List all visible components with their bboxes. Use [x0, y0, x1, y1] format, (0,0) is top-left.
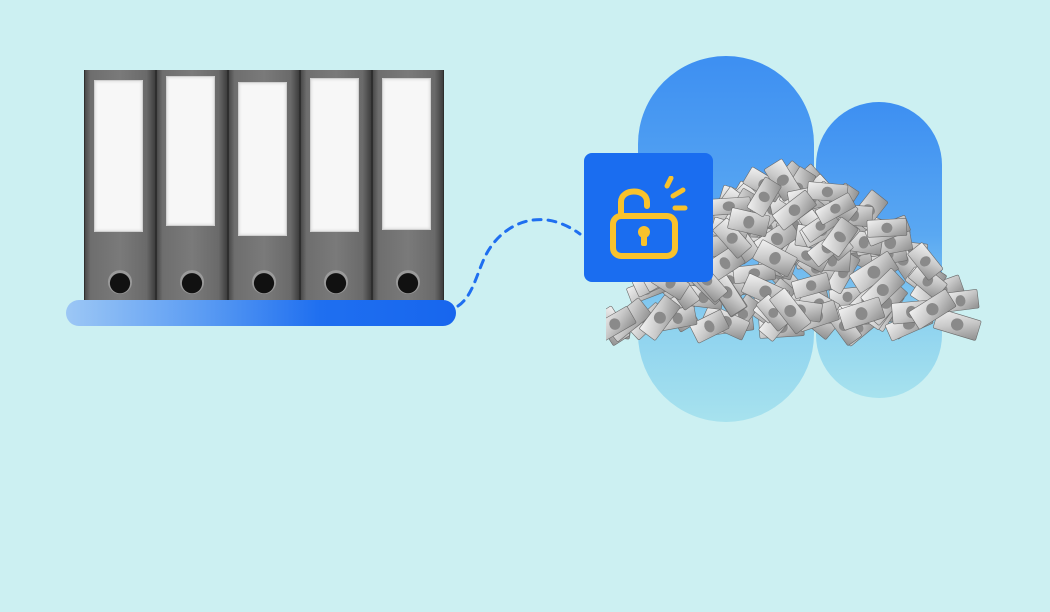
banknote-portrait: [950, 318, 964, 331]
banknote-portrait: [768, 307, 779, 318]
binder-icon: [228, 70, 300, 302]
binder-label: [94, 80, 143, 232]
banknote-portrait: [919, 256, 931, 267]
banknote-portrait: [743, 215, 755, 229]
banknote-portrait: [842, 291, 853, 303]
unlock-badge: [584, 153, 713, 282]
binder-label: [238, 82, 287, 236]
binder-label: [310, 78, 359, 232]
binder-icon: [300, 70, 372, 302]
banknote-portrait: [806, 280, 817, 291]
banknote-portrait: [830, 203, 841, 214]
banknote-portrait: [726, 232, 738, 244]
binder-row: [84, 70, 444, 302]
banknote-portrait: [926, 303, 939, 316]
binder-label: [166, 76, 215, 226]
banknote-portrait: [834, 231, 846, 243]
banknote-portrait: [788, 204, 801, 216]
banknote-portrait: [955, 295, 966, 307]
banknote-portrait: [770, 232, 784, 246]
binder-finger-hole: [180, 270, 204, 294]
banknote-portrait: [881, 222, 893, 234]
banknote-portrait: [858, 236, 869, 249]
banknote-portrait: [855, 307, 868, 321]
banknote-portrait: [776, 174, 789, 186]
banknote-portrait: [821, 186, 833, 198]
binder-icon: [372, 70, 444, 302]
banknote-portrait: [769, 252, 781, 265]
banknote-portrait: [784, 304, 797, 318]
binder-label: [382, 78, 431, 230]
banknote-portrait: [609, 318, 621, 330]
binder-icon: [156, 70, 228, 302]
banknote-portrait: [704, 320, 715, 333]
banknote-portrait: [867, 265, 881, 279]
banknote-portrait: [758, 191, 770, 203]
banknote-portrait: [876, 283, 889, 297]
binder-finger-hole: [324, 270, 348, 294]
banknote-portrait: [719, 257, 731, 270]
binder-finger-hole: [396, 270, 420, 294]
banknote-portrait: [653, 311, 666, 324]
binder-icon: [84, 70, 156, 302]
unlocked-padlock-icon: [609, 175, 687, 259]
shelf: [66, 300, 456, 326]
binder-finger-hole: [108, 270, 132, 294]
binder-finger-hole: [252, 270, 276, 294]
banknote-portrait: [672, 312, 683, 324]
